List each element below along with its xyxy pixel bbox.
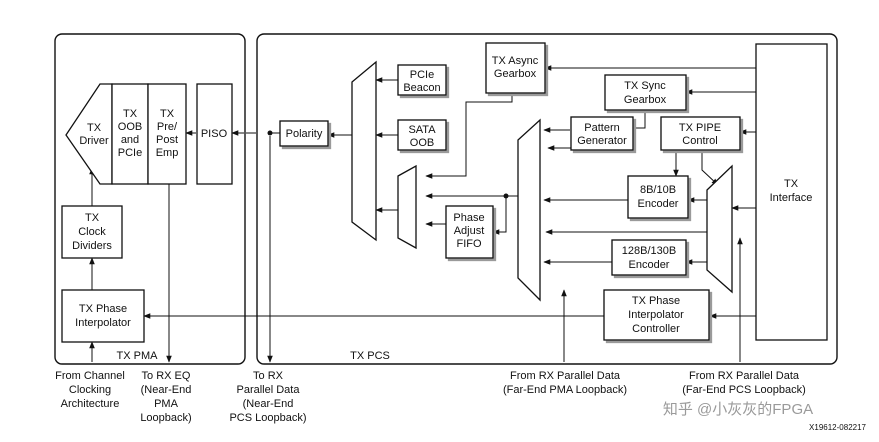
clock-dividers-label-2: Clock [78,226,106,238]
async-gearbox-label-2: Gearbox [494,68,537,80]
encoder-select-mux [706,164,733,294]
tx-interface-label-1: TX [784,178,799,190]
pcie-beacon-label-2: Beacon [403,82,440,94]
link-pipe-mux [701,150,719,186]
tx-oob-label-1: TX [123,108,138,120]
pi-label-2: Interpolator [75,317,131,329]
tx-sync-gearbox-block [604,74,687,111]
from-channel-label-2: Clocking [69,384,111,396]
link-async-smallmux [425,93,513,179]
to-rx-parallel-label-3: (Near-End [243,398,294,410]
tx-emp-label-4: Emp [156,147,179,159]
from-rx-pcs-label-2: (Far-End PCS Loopback) [682,384,806,396]
encoder-128b130b-block [611,239,687,276]
watermark: 知乎 @小灰灰的FPGA [663,401,813,418]
pattern-generator-block [570,116,634,151]
pipe-control-label-1: TX PIPE [679,122,721,134]
pi-controller-label-1: TX Phase [632,295,680,307]
tx-interface-label-2: Interface [770,192,813,204]
sata-oob-label-2: OOB [410,137,434,149]
tx-pi-controller-block [603,289,710,341]
from-channel-label-3: Architecture [61,398,120,410]
sata-oob-block [397,119,447,151]
from-rx-pcs-label-1: From RX Parallel Data [689,370,800,382]
tx-clock-dividers-block [61,205,123,259]
pattern-gen-label-2: Generator [577,135,627,147]
async-gearbox-label-1: TX Async [492,55,539,67]
fifo-label-1: Phase [453,212,484,224]
tx-emp-label-2: Pre/ [157,121,178,133]
encoder-8b10b-label-1: 8B/10B [640,184,676,196]
tx-driver-label-1: TX [87,122,102,134]
output-mux [351,60,377,242]
tx-oob-label-4: PCIe [118,147,142,159]
tx-pipe-control-block [660,116,741,151]
pcie-beacon-label-1: PCIe [410,69,434,81]
phase-adjust-fifo-block [445,205,494,259]
from-rx-pma-label-1: From RX Parallel Data [510,370,621,382]
pattern-gen-label-1: Pattern [584,122,619,134]
from-rx-pma-label-2: (Far-End PMA Loopback) [503,384,627,396]
tx-oob-label-2: OOB [118,121,142,133]
tx-async-gearbox-block [485,42,546,94]
clock-dividers-label-1: TX [85,212,100,224]
gearbox-select-mux [397,164,417,250]
piso-block [196,83,233,185]
from-channel-label-1: From Channel [55,370,125,382]
piso-label: PISO [201,128,228,140]
tx-pcs-panel [256,33,838,365]
tx-emp-label-1: TX [160,108,175,120]
polarity-block [279,120,329,147]
tx-oob-label-3: and [121,134,139,146]
to-rx-eq-label-1: To RX EQ [142,370,191,382]
tx-oob-pcie-block [111,83,149,185]
tx-driver-block [65,83,113,185]
tx-emp-label-3: Post [156,134,178,146]
to-rx-eq-label-4: Loopback) [140,412,191,424]
tx-phase-interpolator-block [61,289,145,343]
pcs-data-mux [517,118,541,302]
tx-pcs-label: TX PCS [350,350,390,362]
fifo-label-2: Adjust [454,225,485,237]
encoder-128b-label-1: 128B/130B [622,245,676,257]
encoder-128b-label-2: Encoder [629,259,670,271]
pi-controller-label-2: Interpolator [628,309,684,321]
link-pcsmux-fifo [492,196,507,235]
to-rx-parallel-label-1: To RX [253,370,284,382]
figure-id: X19612-082217 [809,423,866,432]
to-rx-parallel-label-4: PCS Loopback) [229,412,306,424]
pipe-control-label-2: Control [682,135,717,147]
pcie-beacon-block [397,64,447,96]
fifo-label-3: FIFO [456,238,481,250]
tx-pre-post-emp-block [147,83,187,185]
tx-interface-block [755,43,828,341]
tx-pma-label: TX PMA [117,350,159,362]
polarity-label: Polarity [286,128,323,140]
pi-controller-label-3: Controller [632,323,680,335]
to-rx-eq-label-2: (Near-End [141,384,192,396]
to-rx-parallel-label-2: Parallel Data [237,384,301,396]
encoder-8b10b-block [627,175,689,219]
sync-gearbox-label-1: TX Sync [624,80,666,92]
clock-dividers-label-3: Dividers [72,240,112,252]
sata-oob-label-1: SATA [408,124,436,136]
tx-pma-panel [54,33,246,365]
encoder-8b10b-label-2: Encoder [638,198,679,210]
pi-label-1: TX Phase [79,303,127,315]
sync-gearbox-label-2: Gearbox [624,94,667,106]
to-rx-eq-label-3: PMA [154,398,179,410]
tx-driver-label-2: Driver [79,135,109,147]
